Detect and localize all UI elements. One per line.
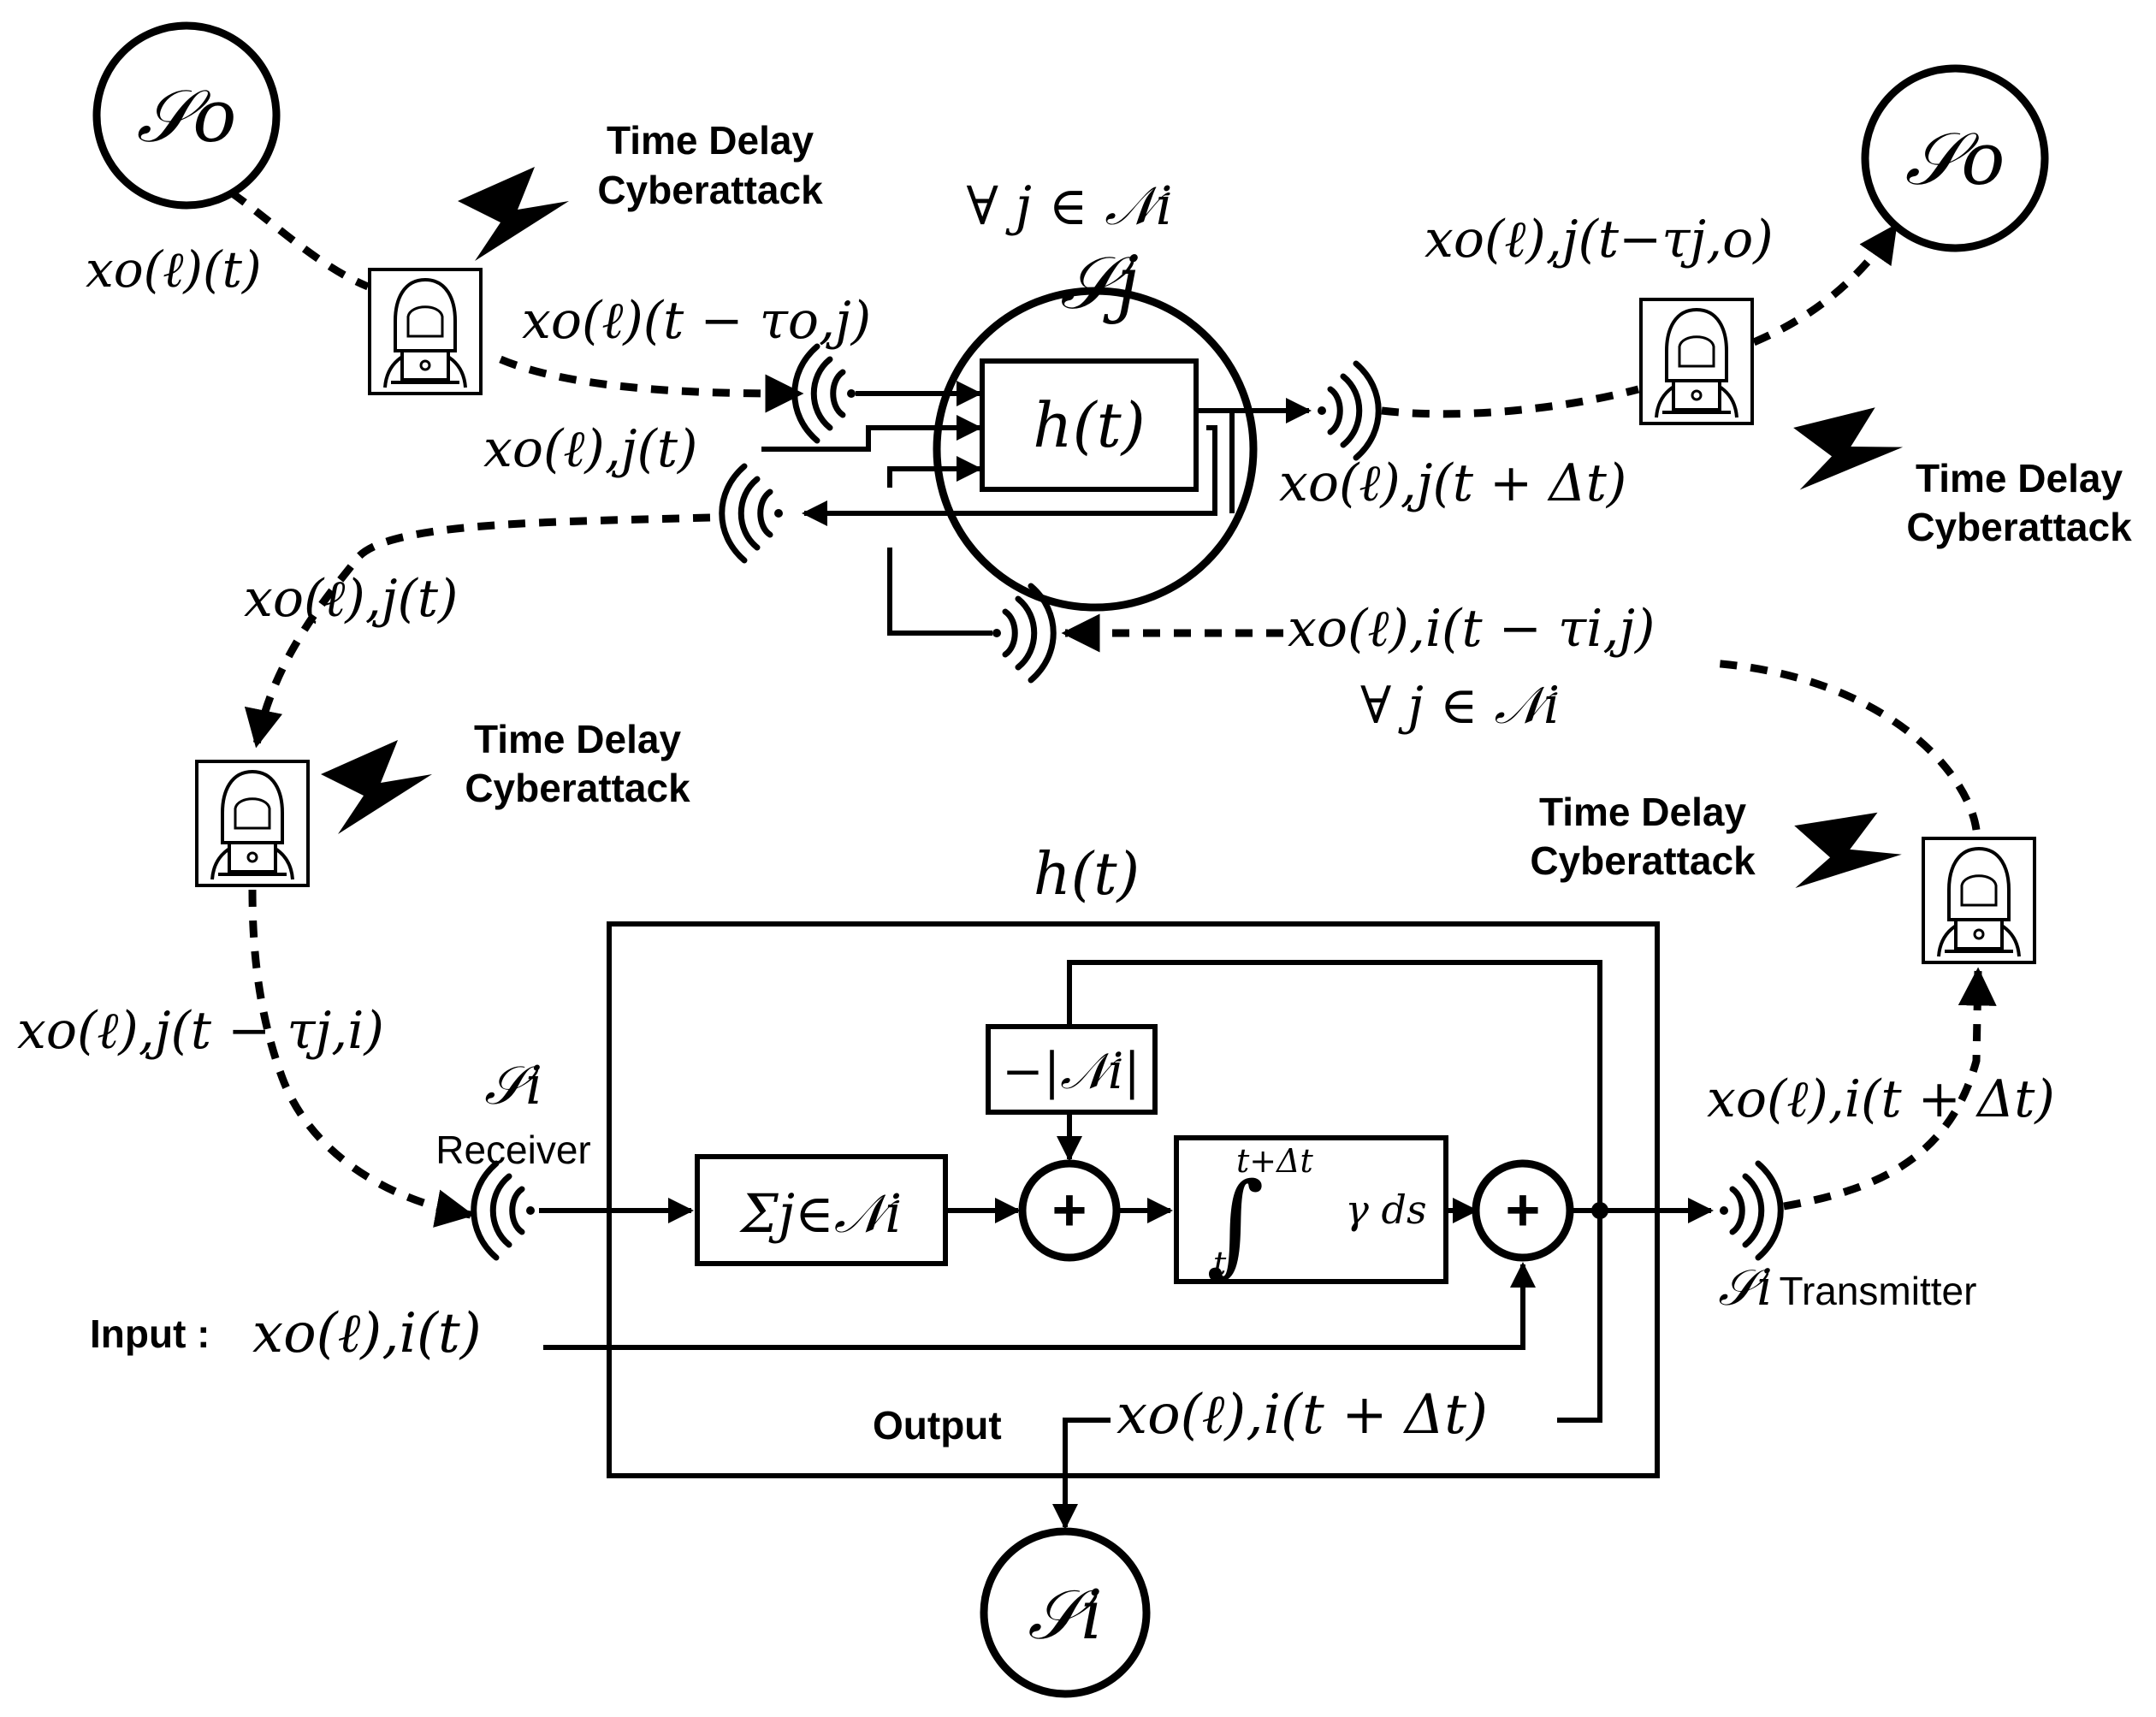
- so-right-node: 𝒮o: [1861, 64, 2049, 252]
- attack-label-2-line1: Time Delay: [1916, 456, 2123, 500]
- integral-lower: t: [1213, 1245, 1227, 1282]
- hacker-icon-4: [1922, 837, 2036, 964]
- adder-2-plus: +: [1506, 1176, 1541, 1243]
- h-big-title: h(t): [1034, 841, 1140, 909]
- forall-top: ∀ j ∈ 𝒩i: [967, 175, 1173, 237]
- hacker-icon-2: [1639, 298, 1754, 425]
- neg-ni-label: −|𝒩i|: [1002, 1042, 1140, 1100]
- signal-sj-input: xo(ℓ),j(t): [483, 419, 697, 479]
- lightning-icon-2: [1782, 394, 1910, 506]
- sum-label: Σj∈𝒩i: [739, 1182, 902, 1245]
- signal-sj-output: xo(ℓ),j(t + Δt): [1279, 453, 1626, 513]
- integrand: γ ds: [1345, 1187, 1426, 1233]
- so-right-label: 𝒮o: [1905, 117, 2005, 202]
- si-receiver-sym: 𝒮i: [484, 1054, 542, 1116]
- so-left-node: 𝒮o: [92, 21, 281, 210]
- antenna-sj-tx-icon: [1318, 360, 1382, 461]
- h-small-label: h(t): [1033, 389, 1145, 461]
- hacker-icon-3: [195, 760, 310, 887]
- attack-label-3-line1: Time Delay: [474, 717, 681, 761]
- hacker-icon-1: [368, 268, 483, 395]
- signal-delayed-j-i: xo(ℓ),j(t − τj,i): [17, 1001, 384, 1061]
- si-bottom-label: 𝒮i: [1028, 1575, 1103, 1655]
- si-tx-sym: 𝒮i: [1718, 1258, 1772, 1317]
- signal-input: xo(ℓ),i(t): [252, 1302, 482, 1365]
- junction-dot: [1591, 1202, 1608, 1219]
- integral-sign: ∫: [1206, 1158, 1265, 1288]
- link-hacker3-to-si: [248, 889, 475, 1228]
- attack-label-4-line1: Time Delay: [1539, 790, 1746, 834]
- antenna-si-tx-icon: [1720, 1160, 1784, 1261]
- output-label: Output: [873, 1403, 1002, 1448]
- link-sj-to-hacker3: [244, 513, 711, 749]
- attack-label-1-line1: Time Delay: [607, 118, 814, 163]
- attack-label-3-line2: Cyberattack: [465, 766, 690, 810]
- si-bottom-node: 𝒮i: [980, 1527, 1151, 1698]
- antenna-si-rx-icon: [471, 1160, 535, 1261]
- signal-sj-left-out: xo(ℓ),j(t): [244, 569, 458, 629]
- antenna-sj-bottom-rx-icon: [992, 583, 1057, 684]
- h-block-small: [980, 358, 1199, 492]
- sj-label: 𝒮j: [1060, 241, 1139, 326]
- adder-1-plus: +: [1052, 1176, 1087, 1243]
- link-si-tx-to-hacker4: [1783, 967, 1997, 1211]
- forall-mid: ∀ j ∈ 𝒩i: [1360, 676, 1560, 736]
- signal-si-tx-out: xo(ℓ),i(t + Δt): [1707, 1069, 2055, 1129]
- signal-delayed-o-j: xo(ℓ)(t − τo,j): [522, 291, 871, 351]
- antenna-sj-left-icon: [719, 463, 783, 564]
- antenna-sj-rx-icon: [791, 343, 856, 444]
- signal-to-so-right: xo(ℓ),j(t−τj,o): [1424, 210, 1774, 269]
- lightning-icon-3: [321, 740, 432, 834]
- attack-label-1-line2: Cyberattack: [597, 168, 823, 212]
- signal-so-left-out: xo(ℓ)(t): [86, 240, 262, 299]
- transmitter-label: Transmitter: [1780, 1269, 1977, 1313]
- lightning-icon-1: [458, 167, 569, 261]
- receiver-label: Receiver: [435, 1128, 591, 1172]
- so-left-label: 𝒮o: [137, 74, 237, 159]
- link-hacker4-to-sj: [1710, 659, 1981, 831]
- lightning-icon-4: [1779, 792, 1911, 913]
- link-hacker2-to-so: [1752, 223, 1898, 346]
- signal-output: xo(ℓ),i(t + Δt): [1116, 1383, 1488, 1447]
- link-sj-to-hacker2: [1381, 385, 1640, 418]
- input-label: Input :: [90, 1311, 210, 1356]
- link-hacker1-to-sj: [499, 355, 804, 413]
- signal-delayed-i-j: xo(ℓ),i(t − τi,j): [1288, 599, 1655, 659]
- sj-node: 𝒮j ∀ j ∈ 𝒩i h(t): [933, 175, 1258, 612]
- attack-label-4-line2: Cyberattack: [1530, 838, 1756, 883]
- integral-upper: t+Δt: [1236, 1142, 1314, 1180]
- attack-label-2-line2: Cyberattack: [1906, 505, 2132, 549]
